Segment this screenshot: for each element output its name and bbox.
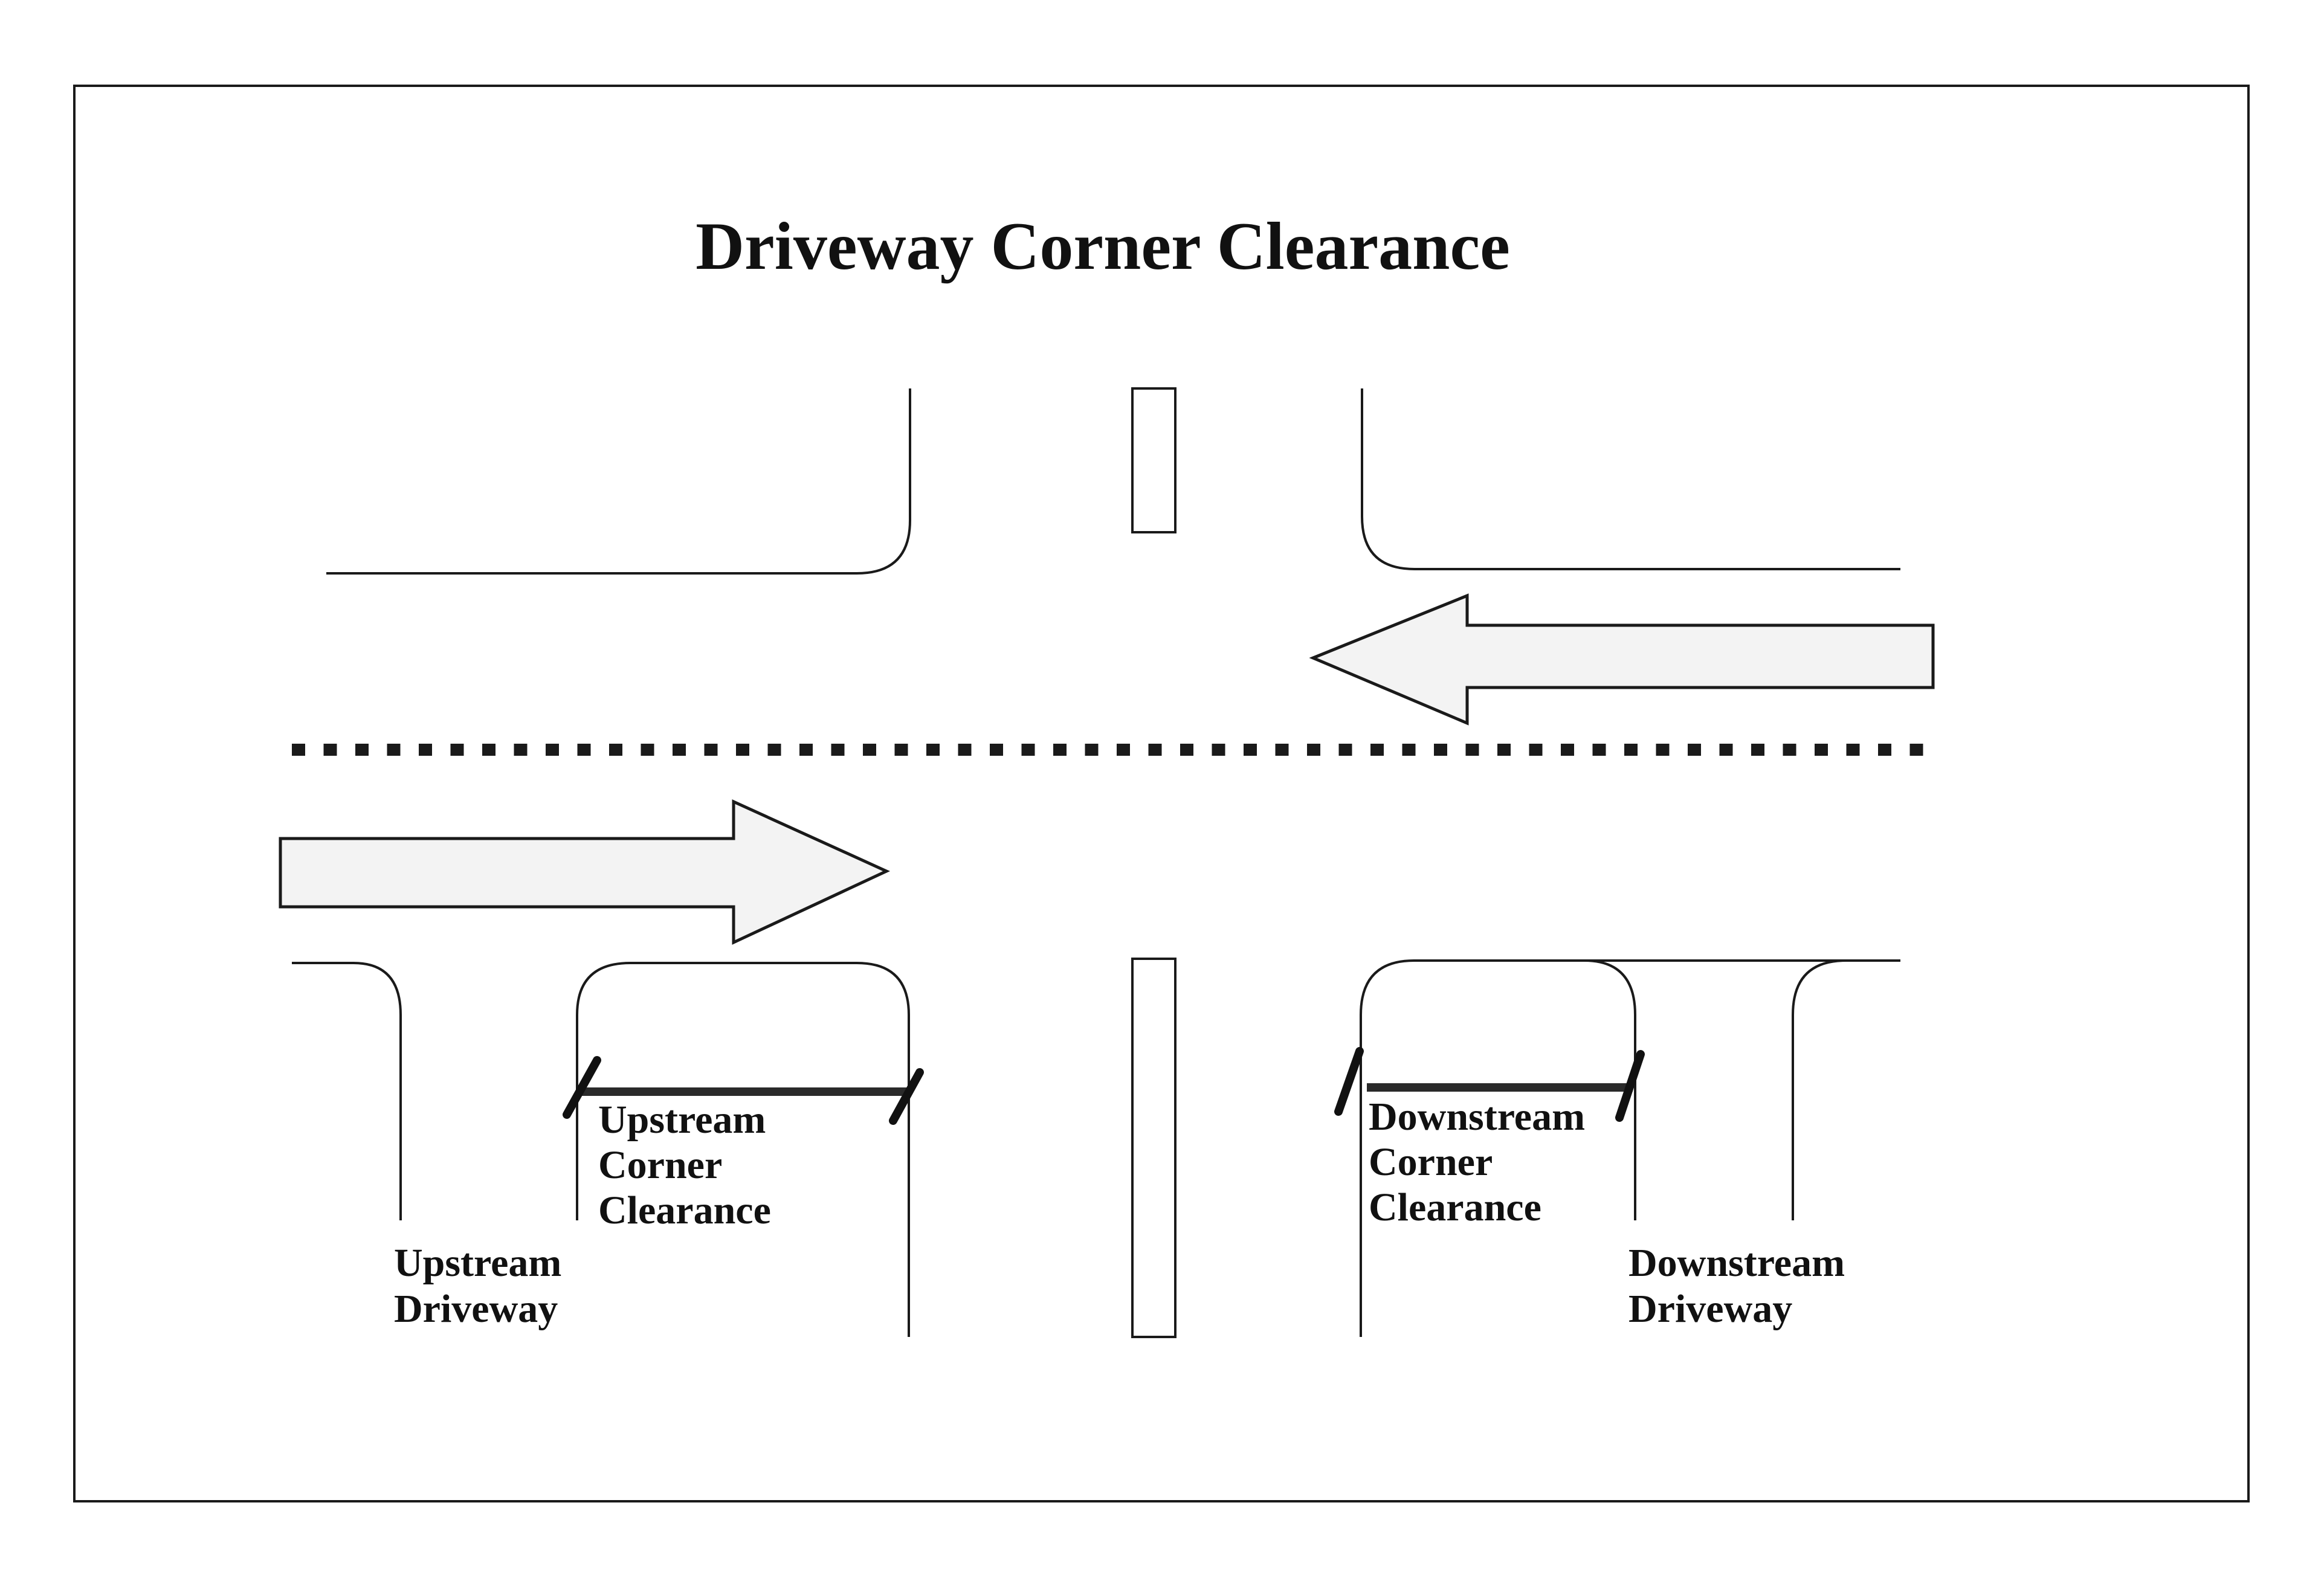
label-line: Clearance [1369, 1185, 1541, 1229]
center-line-dash [1815, 744, 1828, 756]
label-line: Downstream [1628, 1241, 1845, 1285]
center-line-dash [673, 744, 686, 756]
center-line-dash [894, 744, 908, 756]
diagram-frame [73, 85, 2250, 1502]
center-line-dash [1021, 744, 1035, 756]
center-line-dash [799, 744, 813, 756]
center-line-dash [736, 744, 749, 756]
center-line-dash [1053, 744, 1067, 756]
center-line-dash [641, 744, 654, 756]
upstream-driveway-label: Upstream Driveway [394, 1241, 561, 1331]
diagram-title: Driveway Corner Clearance [696, 209, 1510, 284]
center-line-dash [323, 744, 337, 756]
center-line-dash [1878, 744, 1891, 756]
center-line-dash [1561, 744, 1574, 756]
center-line-dash [1688, 744, 1701, 756]
curb-top-left [326, 388, 911, 575]
center-line-dash [1909, 744, 1923, 756]
center-line-dash [1275, 744, 1289, 756]
label-line: Corner [598, 1143, 722, 1187]
eastbound-arrow-icon [279, 799, 890, 945]
center-line-dash [1085, 744, 1099, 756]
upstream-clearance-label: Upstream Corner Clearance [598, 1098, 771, 1232]
center-line-dash [355, 744, 369, 756]
center-line-dash [450, 744, 464, 756]
center-line-dash [1529, 744, 1543, 756]
label-line: Driveway [1628, 1287, 1792, 1331]
center-line-dash [577, 744, 591, 756]
downstream-clearance-tick-right [1615, 1050, 1645, 1122]
center-line-dash [1402, 744, 1416, 756]
center-line-dashed [292, 744, 1923, 756]
center-line-dash [292, 744, 305, 756]
center-line-dash [926, 744, 940, 756]
upstream-clearance-tick-right [889, 1068, 924, 1125]
downstream-clearance-label: Downstream Corner Clearance [1369, 1095, 1585, 1229]
label-line: Upstream [598, 1098, 766, 1142]
center-line-dash [1148, 744, 1162, 756]
center-line-dash [514, 744, 528, 756]
center-line-dash [1719, 744, 1733, 756]
center-line-dash [1212, 744, 1225, 756]
center-line-dash [1751, 744, 1764, 756]
center-line-dash [387, 744, 401, 756]
curb-top-right [1361, 388, 1900, 570]
center-line-dash [1307, 744, 1320, 756]
center-line-dash [1783, 744, 1796, 756]
center-line-dash [958, 744, 972, 756]
label-line: Corner [1369, 1140, 1493, 1184]
label-line: Clearance [598, 1188, 771, 1232]
center-line-dash [1497, 744, 1511, 756]
center-line-dash [609, 744, 622, 756]
center-line-dash [1846, 744, 1860, 756]
center-line-dash [1592, 744, 1606, 756]
downstream-clearance-tick-left [1334, 1047, 1364, 1116]
center-line-dash [831, 744, 845, 756]
center-line-dash [1244, 744, 1257, 756]
center-line-dash [1180, 744, 1193, 756]
downstream-corner-and-driveway-left-edge [1360, 959, 1636, 1337]
upstream-driveway-right-edge-and-corner [576, 962, 910, 1337]
downstream-driveway-label: Downstream Driveway [1628, 1241, 1845, 1331]
downstream-driveway-right-edge [1792, 959, 1900, 1220]
label-line: Driveway [394, 1287, 558, 1331]
center-line-dash [1434, 744, 1447, 756]
center-line-dash [482, 744, 495, 756]
center-line-dash [1370, 744, 1384, 756]
center-line-dash [1624, 744, 1638, 756]
center-line-dash [1656, 744, 1670, 756]
center-line-dash [419, 744, 432, 756]
center-line-dash [1338, 744, 1352, 756]
center-line-dash [546, 744, 559, 756]
upstream-clearance-tick-left [563, 1056, 601, 1119]
center-line-dash [1117, 744, 1130, 756]
center-line-dash [1465, 744, 1479, 756]
median-bottom [1131, 958, 1177, 1338]
label-line: Upstream [394, 1241, 561, 1285]
westbound-arrow-icon [1309, 593, 1935, 726]
center-line-dash [990, 744, 1003, 756]
center-line-dash [704, 744, 718, 756]
label-line: Downstream [1369, 1095, 1585, 1139]
median-top [1131, 387, 1177, 533]
center-line-dash [767, 744, 781, 756]
upstream-driveway-left-edge [292, 962, 402, 1220]
center-line-dash [863, 744, 876, 756]
